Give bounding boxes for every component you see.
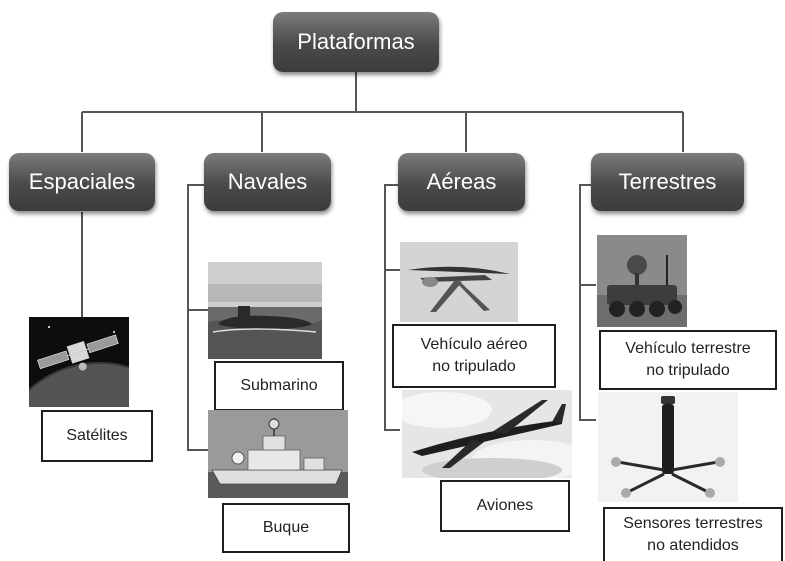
- label-aviones: Aviones: [440, 480, 570, 532]
- submarine-icon: [208, 262, 322, 359]
- label-aviones-line-1: Aviones: [476, 497, 534, 515]
- label-sensores-terrestres: Sensores terrestres no atendidos: [603, 507, 783, 561]
- label-submarino-line-1: Submarino: [240, 377, 318, 395]
- label-vehiculo-aereo-line-2: no tripulado: [432, 358, 516, 375]
- category-label-aereas: Aéreas: [426, 169, 497, 194]
- label-vehiculo-aereo: Vehículo aéreo no tripulado: [392, 324, 556, 388]
- category-node-navales: Navales: [204, 153, 331, 211]
- airplane-icon: [402, 390, 572, 478]
- label-sensores-line-1: Sensores terrestres: [623, 515, 763, 533]
- label-vehiculo-terrestre-line-1: Vehículo terrestre: [625, 340, 751, 358]
- category-node-aereas: Aéreas: [398, 153, 525, 211]
- label-buque: Buque: [222, 503, 350, 553]
- label-buque-line-1: Buque: [262, 519, 310, 537]
- label-satelites: Satélites: [41, 410, 153, 462]
- category-label-espaciales: Espaciales: [28, 169, 136, 194]
- label-vehiculo-terrestre: Vehículo terrestre no tripulado: [599, 330, 777, 390]
- label-vehiculo-terrestre-line-2: no tripulado: [646, 362, 730, 379]
- category-node-terrestres: Terrestres: [591, 153, 744, 211]
- root-node-label: Plataformas: [297, 29, 415, 54]
- ground-sensor-icon: [598, 392, 738, 502]
- satellite-icon: [29, 317, 129, 407]
- label-vehiculo-aereo-line-1: Vehículo aéreo: [420, 336, 528, 354]
- label-submarino: Submarino: [214, 361, 344, 411]
- ship-icon: [208, 410, 348, 498]
- category-label-terrestres: Terrestres: [618, 169, 717, 194]
- label-satelites-line-1: Satélites: [66, 427, 128, 445]
- category-node-espaciales: Espaciales: [9, 153, 155, 211]
- drone-icon: [400, 242, 518, 322]
- category-label-navales: Navales: [227, 169, 308, 194]
- label-sensores-line-2: no atendidos: [647, 537, 739, 554]
- ground-vehicle-icon: [597, 235, 687, 327]
- root-node-plataformas: Plataformas: [273, 12, 439, 72]
